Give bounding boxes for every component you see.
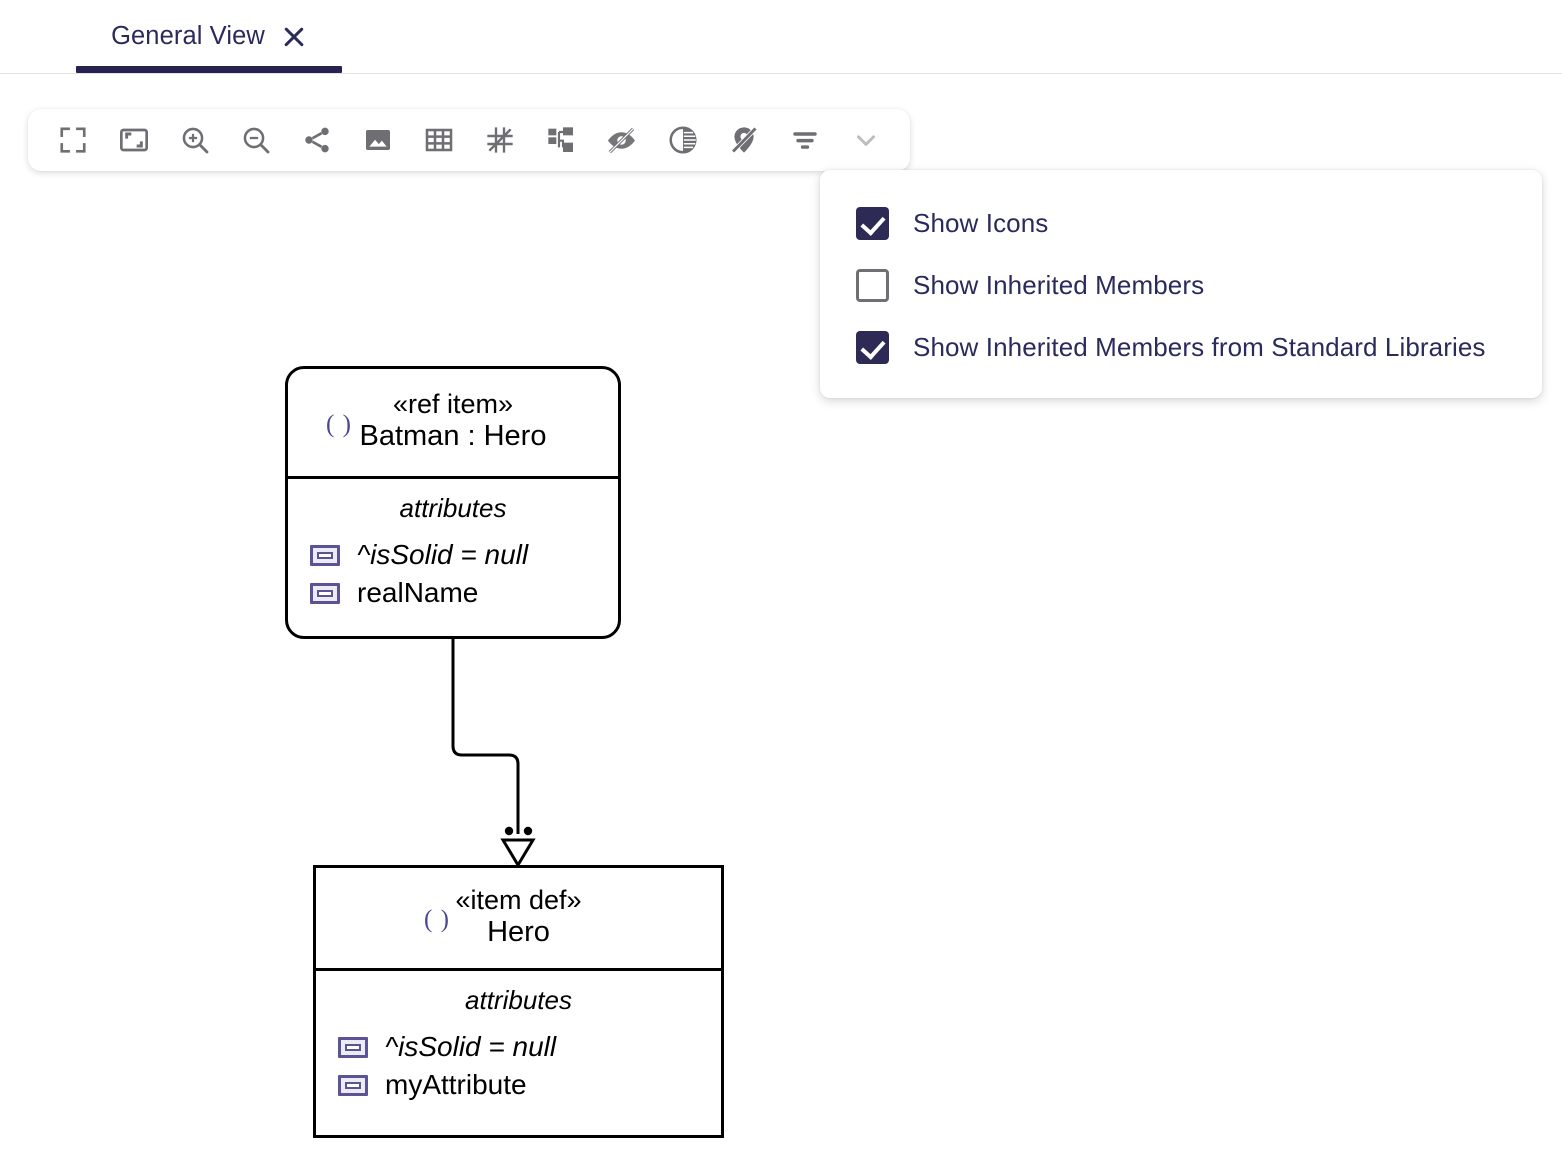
tab-bar: General View bbox=[0, 0, 1562, 74]
snap-to-grid-icon[interactable] bbox=[469, 114, 530, 166]
item-definition-icon: ( ) bbox=[424, 906, 450, 933]
chevron-down-icon[interactable] bbox=[835, 114, 896, 166]
list-item[interactable]: realName bbox=[288, 574, 618, 612]
node-divider bbox=[288, 476, 618, 479]
menu-item-label: Show Icons bbox=[913, 207, 1049, 238]
list-item[interactable]: myAttribute bbox=[316, 1066, 721, 1104]
attribute-icon bbox=[310, 544, 340, 566]
tab-general-view[interactable]: General View bbox=[76, 0, 342, 73]
diagram-toolbar bbox=[28, 109, 910, 171]
attribute-icon bbox=[338, 1074, 368, 1096]
checkbox-show-icons[interactable] bbox=[856, 206, 889, 240]
zoom-in-icon[interactable] bbox=[164, 114, 225, 166]
list-item[interactable]: ^isSolid = null bbox=[316, 1028, 721, 1066]
zoom-out-icon[interactable] bbox=[225, 114, 286, 166]
node-attributes-compartment: attributes ^isSolid = null myAttribute bbox=[316, 971, 721, 1104]
contrast-icon[interactable] bbox=[652, 114, 713, 166]
attribute-icon bbox=[310, 582, 340, 604]
node-title: Batman : Hero bbox=[359, 420, 547, 453]
node-stereotype: «item def» bbox=[455, 884, 582, 915]
node-header: ( ) «item def» Hero bbox=[316, 868, 721, 968]
share-icon[interactable] bbox=[286, 114, 347, 166]
node-divider bbox=[316, 968, 721, 971]
checkbox-show-inherited-members[interactable] bbox=[856, 268, 889, 302]
hide-label-icon[interactable] bbox=[713, 114, 774, 166]
menu-item-label: Show Inherited Members from Standard Lib… bbox=[913, 331, 1486, 362]
view-options-dropdown: Show Icons Show Inherited Members Show I… bbox=[820, 170, 1542, 398]
layout-hierarchy-icon[interactable] bbox=[530, 114, 591, 166]
menu-item-show-inherited-members-standard-libraries[interactable]: Show Inherited Members from Standard Lib… bbox=[820, 316, 1542, 378]
filter-icon[interactable] bbox=[774, 114, 835, 166]
diagram-node-hero[interactable]: ( ) «item def» Hero attributes ^isSolid … bbox=[313, 865, 724, 1138]
member-label: myAttribute bbox=[385, 1069, 527, 1100]
hide-element-icon[interactable] bbox=[591, 114, 652, 166]
checkbox-show-inherited-members-standard-libraries[interactable] bbox=[856, 330, 889, 364]
node-stereotype: «ref item» bbox=[392, 389, 514, 420]
item-usage-icon: ( ) bbox=[326, 411, 352, 438]
fit-to-screen-icon[interactable] bbox=[42, 114, 103, 166]
menu-item-show-icons[interactable]: Show Icons bbox=[820, 192, 1542, 254]
node-title: Hero bbox=[487, 915, 550, 948]
grid-icon[interactable] bbox=[408, 114, 469, 166]
fit-to-window-icon[interactable] bbox=[103, 114, 164, 166]
member-label: ^isSolid = null bbox=[385, 1031, 557, 1062]
edge-arrowhead bbox=[500, 838, 536, 868]
attribute-icon bbox=[338, 1036, 368, 1058]
node-header-text: «ref item» Batman : Hero bbox=[360, 389, 547, 453]
menu-item-show-inherited-members[interactable]: Show Inherited Members bbox=[820, 254, 1542, 316]
edge-line bbox=[451, 639, 520, 834]
compartment-label: attributes bbox=[465, 985, 572, 1015]
compartment-label: attributes bbox=[399, 493, 507, 523]
diagram-canvas[interactable]: ( ) «ref item» Batman : Hero attributes … bbox=[0, 74, 1562, 1170]
tab-active-indicator bbox=[76, 66, 342, 73]
list-item[interactable]: ^isSolid = null bbox=[288, 536, 618, 574]
node-header: ( ) «ref item» Batman : Hero bbox=[288, 369, 618, 476]
tab-label: General View bbox=[111, 22, 265, 50]
diagram-node-batman[interactable]: ( ) «ref item» Batman : Hero attributes … bbox=[285, 366, 621, 639]
node-attributes-compartment: attributes ^isSolid = null realName bbox=[288, 479, 618, 612]
node-header-text: «item def» Hero bbox=[455, 885, 581, 949]
export-image-icon[interactable] bbox=[347, 114, 408, 166]
member-label: ^isSolid = null bbox=[357, 539, 529, 570]
close-icon[interactable] bbox=[281, 24, 307, 50]
edge-dot-decorators bbox=[504, 826, 533, 836]
edge-batman-to-hero bbox=[451, 639, 536, 868]
member-label: realName bbox=[357, 577, 479, 608]
menu-item-label: Show Inherited Members bbox=[913, 269, 1205, 300]
